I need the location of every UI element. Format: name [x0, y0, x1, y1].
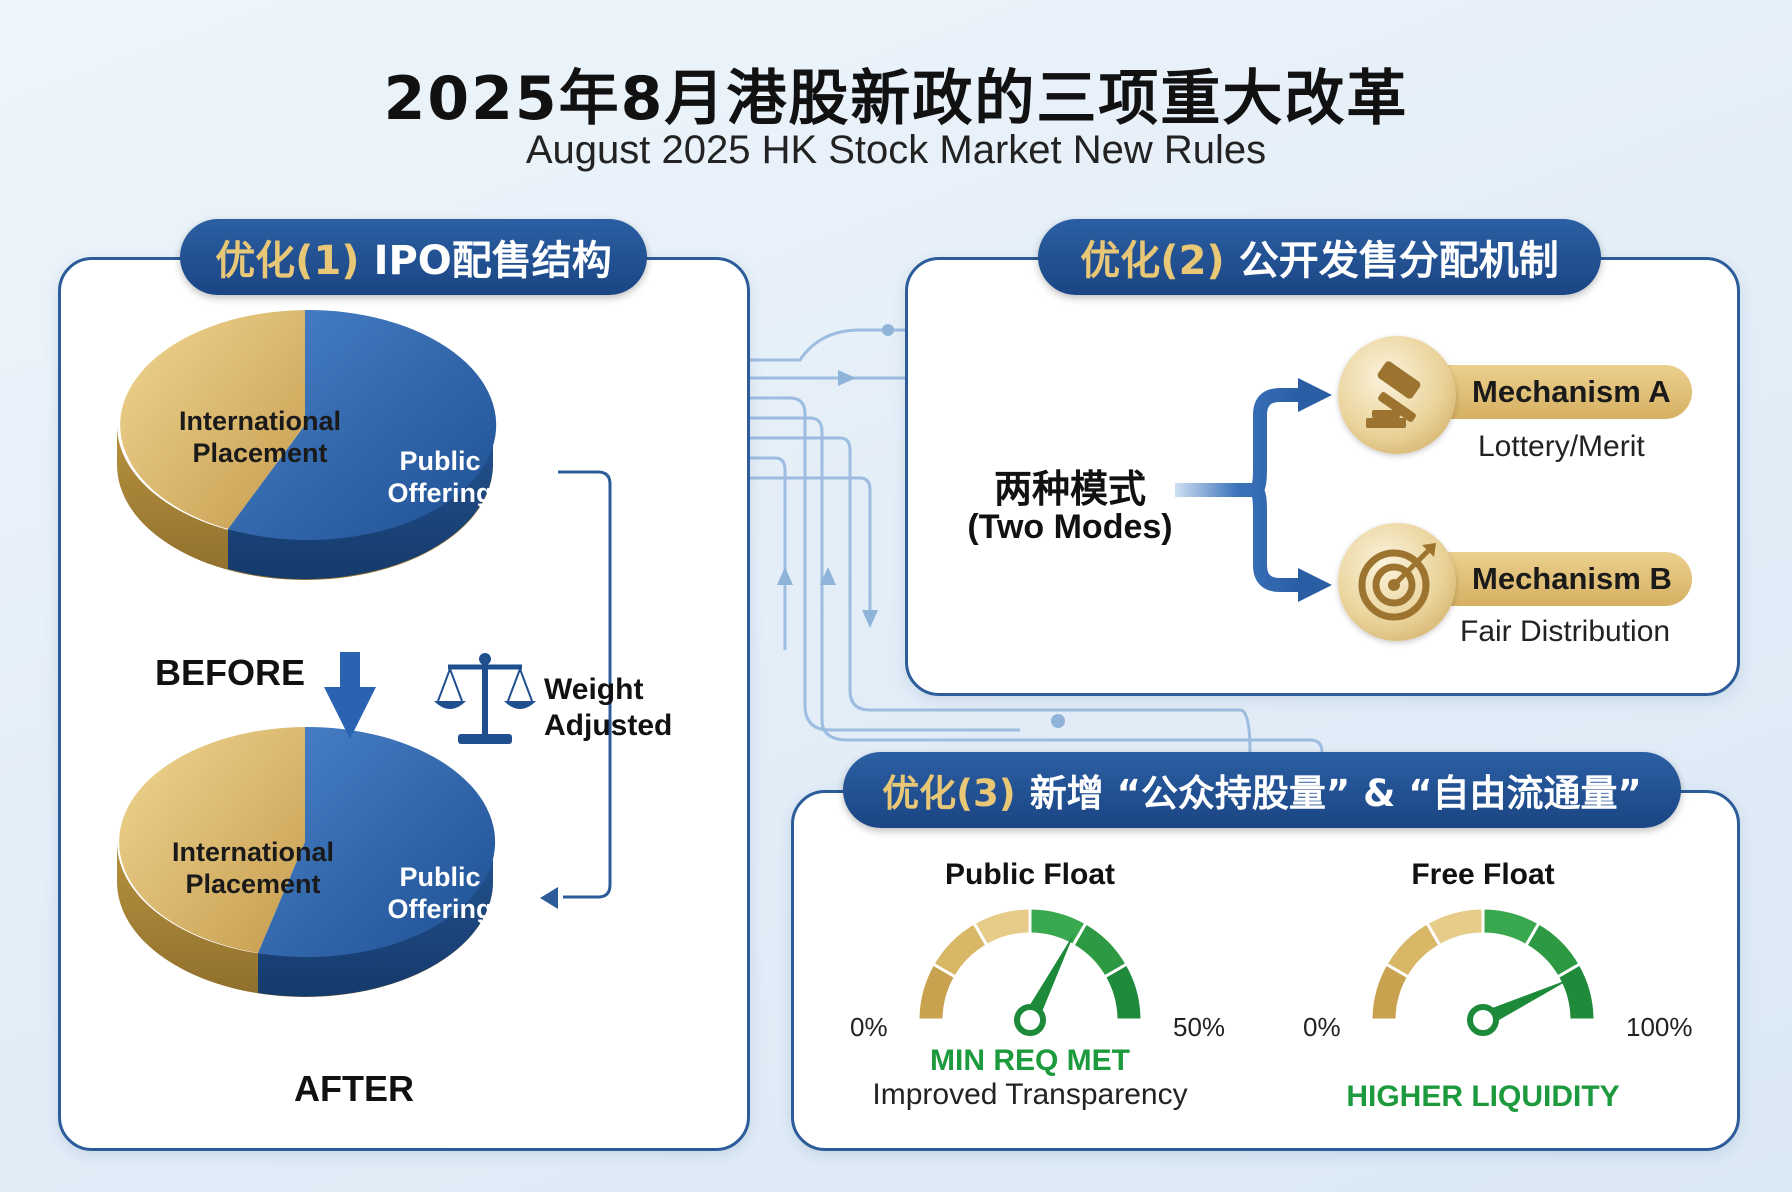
before-label-public: Public Offering [387, 446, 493, 508]
free-float-min: 0% [1303, 1012, 1341, 1042]
free-float-gauge-needle [1479, 978, 1572, 1028]
section3-header-pill: 优化(3) 新增 “公众持股量” & “自由流通量” [843, 752, 1681, 828]
mechanism-a-subtitle: Lottery/Merit [1478, 430, 1645, 463]
mechanism-a-title: Mechanism A [1472, 374, 1671, 409]
public-float-gauge-needle [1022, 932, 1075, 1024]
free-float-gauge-hub [1467, 1004, 1499, 1036]
before-slice-international [120, 310, 305, 529]
before-slice-public [228, 309, 497, 540]
after-slice-international [119, 727, 305, 953]
gavel-icon [1338, 336, 1456, 454]
mechanism-b-subtitle: Fair Distribution [1460, 615, 1671, 648]
section3-title: 新增 “公众持股量” & “自由流通量” [1029, 772, 1642, 815]
panel-public-offering-mechanism [905, 257, 1740, 696]
after-slice-public [258, 726, 496, 957]
two-modes-zh: 两种模式 [993, 467, 1146, 511]
connector-arrow [838, 370, 856, 386]
section2-title: 公开发售分配机制 [1238, 238, 1559, 284]
public-float-gauge-segment [971, 906, 1032, 948]
scale-icon [434, 653, 536, 744]
connector-dot [1051, 714, 1065, 728]
public-float-min: 0% [850, 1012, 888, 1042]
public-float-gauge-segment [1102, 961, 1144, 1022]
public-float-subtitle: Improved Transparency [872, 1078, 1188, 1111]
free-float-gauge [1369, 906, 1597, 1036]
target-icon [1338, 523, 1456, 641]
after-pie-chart [117, 726, 496, 997]
section1-title: IPO配售结构 [373, 238, 612, 284]
after-label-public: Public Offering [387, 862, 493, 924]
page-title: 2025年8月港股新政的三项重大改革 [383, 64, 1409, 134]
fork-arrow-icon [1175, 378, 1332, 602]
connector-arrow [862, 610, 878, 628]
page-subtitle: August 2025 HK Stock Market New Rules [525, 128, 1267, 172]
connector-arrow [777, 567, 793, 585]
section1-prefix: 优化(1) [215, 238, 360, 284]
section1-graphics [117, 309, 612, 997]
free-float-title: Free Float [1411, 858, 1555, 891]
free-float-gauge-segment [1424, 906, 1485, 948]
free-float-max: 100% [1626, 1012, 1693, 1042]
public-float-gauge [916, 906, 1144, 1036]
public-float-status: MIN REQ MET [930, 1044, 1130, 1077]
public-float-max: 50% [1173, 1012, 1226, 1042]
arrow-down-icon [324, 652, 376, 739]
two-modes-en: (Two Modes) [967, 508, 1173, 546]
before-label-international: International Placement [178, 406, 341, 468]
public-float-gauge-hub [1014, 1004, 1046, 1036]
before-label: BEFORE [155, 652, 306, 693]
free-float-gauge-segment [1555, 961, 1597, 1022]
connector-dot [882, 324, 894, 336]
section3-prefix: 优化(3) [882, 772, 1016, 815]
public-float-title: Public Float [944, 858, 1115, 891]
weight-adjusted-label: Weight Adjusted [544, 673, 673, 742]
loop-arrow-icon [558, 470, 612, 899]
section1-header-pill: 优化(1) IPO配售结构 [180, 219, 647, 295]
free-float-status: HIGHER LIQUIDITY [1346, 1080, 1620, 1113]
section2-header-pill: 优化(2) 公开发售分配机制 [1038, 219, 1601, 295]
mechanism-b-title: Mechanism B [1472, 561, 1672, 596]
loop-arrow-head [540, 887, 558, 909]
after-label: AFTER [294, 1068, 414, 1109]
connector-arrow [820, 567, 836, 585]
section2-prefix: 优化(2) [1080, 238, 1225, 284]
after-label-international: International Placement [171, 837, 334, 899]
before-pie-chart [117, 309, 497, 580]
